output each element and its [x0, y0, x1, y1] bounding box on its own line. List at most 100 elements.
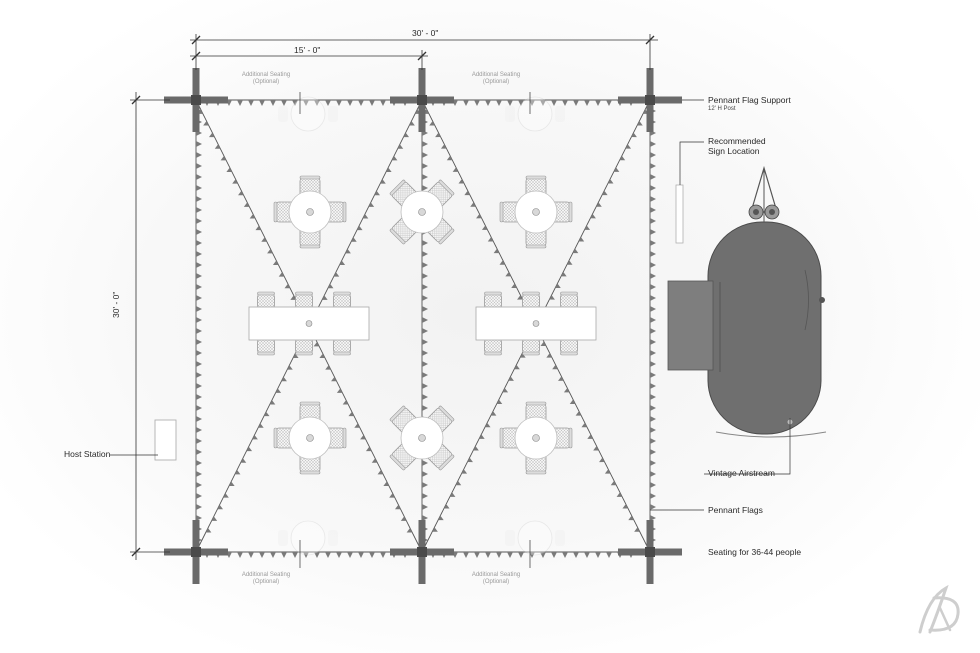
pennant-flag: [196, 482, 202, 488]
pennant-flag: [196, 317, 202, 323]
pennant-flag: [322, 295, 328, 300]
pennant-flag: [397, 144, 404, 149]
pennant-flag: [599, 457, 605, 463]
post-center: [191, 95, 201, 105]
pennant-flag: [205, 527, 212, 533]
pennant-flag: [196, 427, 202, 433]
airstream-vent: [819, 297, 825, 303]
pennant-flag: [290, 295, 296, 300]
pennant-flag: [327, 283, 334, 289]
chair-back: [342, 201, 347, 223]
chair: [522, 338, 540, 356]
posts-layer: [164, 68, 682, 584]
pennant-flag: [380, 552, 386, 558]
pennant-flag: [517, 295, 523, 300]
round-table-set: [499, 175, 573, 249]
pennant-flag: [196, 449, 202, 455]
chair-seat: [333, 293, 351, 309]
pennant-flag: [562, 100, 568, 106]
pennant-flag: [303, 100, 309, 106]
pennant-flag: [566, 260, 573, 265]
pennant-flag: [575, 411, 582, 416]
pennant-flag: [474, 552, 480, 558]
airstream-panel-seam: [804, 269, 809, 331]
chair-back: [438, 405, 455, 422]
pennant-flag: [573, 100, 579, 106]
pennant-flag: [391, 155, 398, 161]
round-table-set: [499, 401, 573, 475]
pennant-flag: [613, 167, 620, 172]
pennant-flag: [196, 394, 202, 400]
pennant-flag: [422, 273, 428, 279]
chair-seat: [484, 293, 502, 309]
pennant-flag: [470, 202, 476, 207]
pennant-flag: [487, 237, 494, 242]
pennant-flag: [518, 100, 524, 106]
pennant-flag: [422, 141, 428, 147]
pennant-flag: [217, 504, 223, 510]
pennant-flag: [562, 552, 568, 558]
pennant-flag: [625, 144, 632, 149]
logo-stroke: [918, 584, 949, 634]
vintage-airstream-group: [667, 165, 827, 438]
pennant-flag: [258, 423, 264, 428]
chair-back: [568, 427, 573, 449]
pennant-flag: [237, 552, 243, 558]
pennant-flag: [587, 434, 593, 439]
pennant-flag: [275, 388, 282, 393]
chair-back: [525, 244, 547, 249]
chair: [295, 291, 313, 309]
table-centerpiece: [305, 320, 313, 327]
pennant-flags-label: Pennant Flags: [708, 505, 763, 515]
pennant-flag: [255, 225, 262, 231]
pennant-flag: [573, 552, 579, 558]
pennant-flag: [380, 100, 386, 106]
pennant-flag: [650, 295, 656, 301]
pennant-flag: [508, 376, 514, 381]
chair-back: [257, 291, 275, 296]
pennant-flag: [395, 504, 401, 510]
long-table-set: [248, 291, 370, 356]
pennant-flag: [490, 411, 497, 416]
optional-seating-label-top-right: Additional Seating(Optional): [471, 72, 521, 85]
pennant-flag: [336, 552, 342, 558]
pennant-flag: [438, 515, 444, 521]
pennant-flag: [449, 492, 456, 497]
pennant-flag: [196, 163, 202, 169]
pennant-flag: [380, 179, 386, 184]
pennant-flag: [584, 225, 591, 230]
vintage-airstream-label: Vintage Airstream: [708, 468, 775, 478]
pennant-flag: [650, 372, 656, 378]
chair-back: [525, 470, 547, 475]
pennant-flag: [650, 515, 656, 521]
pennant-flag: [383, 481, 389, 486]
ghost-chair: [555, 106, 565, 122]
pennant-flag: [590, 213, 596, 219]
pennant-flag: [650, 394, 656, 400]
pennant-flag: [551, 100, 557, 106]
pennant-flag: [354, 423, 360, 428]
pennant-flag: [650, 185, 656, 191]
pennant-flag: [540, 341, 547, 346]
pennant-flag: [422, 493, 428, 499]
pennant-flag: [325, 552, 331, 558]
post-center: [417, 547, 427, 557]
pennant-flag: [650, 262, 656, 268]
chair-back: [522, 291, 540, 296]
pennant-flag: [358, 552, 364, 558]
pennant-flag: [234, 469, 241, 475]
pennant-flag: [422, 405, 428, 411]
pennant-flag: [369, 100, 375, 106]
pennant-flag: [336, 100, 342, 106]
leader-lines-layer: [110, 92, 791, 568]
chair: [257, 338, 275, 356]
chair-seat: [257, 338, 275, 354]
pennant-flag: [422, 262, 428, 268]
pennant-flag: [248, 100, 254, 106]
pennant-flag: [196, 460, 202, 466]
pennant-flag: [319, 353, 326, 359]
pennant-flag: [196, 218, 202, 224]
pennant-flag: [650, 152, 656, 158]
pennant-flag-support-post: [390, 68, 454, 132]
pennant-flag: [196, 361, 202, 367]
